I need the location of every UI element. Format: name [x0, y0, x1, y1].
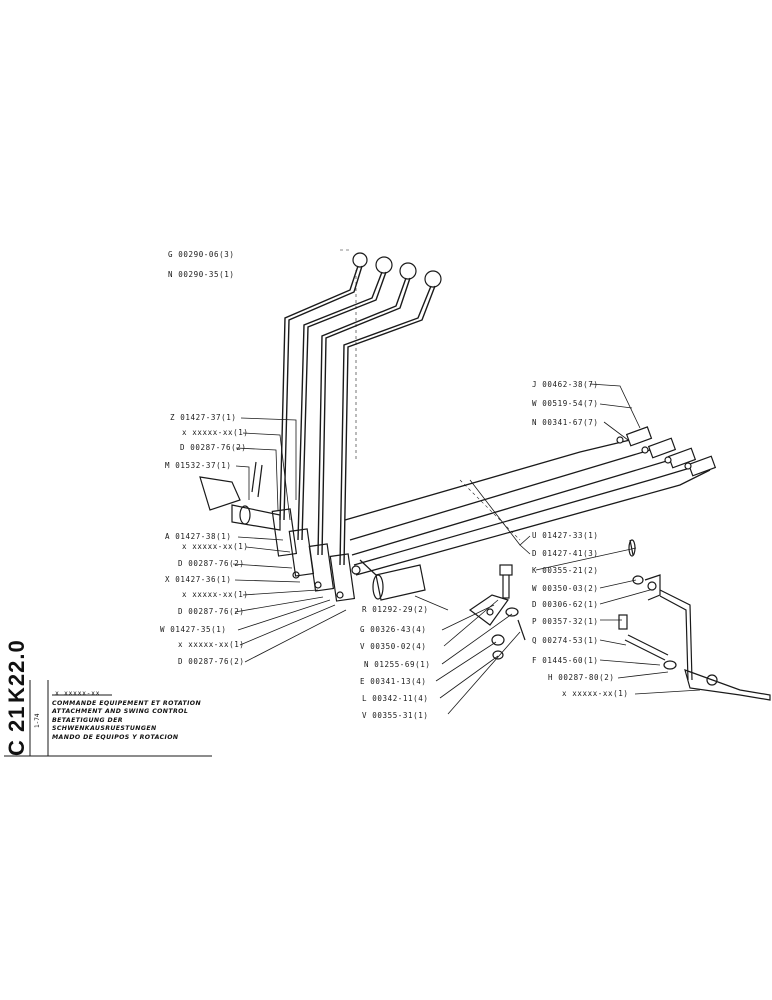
sheet-date: 1-74: [34, 713, 41, 728]
part-label: F 01445-60(1): [532, 656, 599, 665]
title-en: ATTACHMENT AND SWING CONTROL: [52, 708, 189, 716]
part-label: H 00287-80(2): [548, 673, 615, 682]
title-fr: COMMANDE EQUIPEMENT ET ROTATION: [52, 700, 202, 707]
bolt-assembly: [468, 564, 526, 660]
part-label: x xxxxx-xx(1): [178, 640, 245, 649]
part-label: K 00355-21(2): [532, 566, 599, 575]
part-label: J 00462-38(7): [532, 380, 599, 389]
pivot-shaft: [199, 461, 281, 531]
part-label: N 00290-35(1): [168, 270, 235, 279]
title-de: BETAETIGUNG DER SCHWENKAUSRUESTUNGEN: [52, 716, 157, 733]
part-label: W 00350-03(2): [532, 584, 599, 593]
leader-lines-right: [469, 383, 701, 695]
part-label: x xxxxx-xx(1): [182, 542, 249, 551]
sheet-code-prefix: C 21: [4, 705, 29, 756]
title-block-frame: [4, 680, 212, 757]
centerlines: [340, 249, 521, 541]
ref-code: x xxxxx-xx: [55, 689, 101, 697]
part-label: D 00287-76(2): [178, 607, 245, 616]
part-label: x xxxxx-xx(1): [182, 428, 249, 437]
part-label: R 01292-29(2): [362, 605, 429, 614]
leader-lines-left: [232, 417, 347, 663]
rod-end-forks: [616, 426, 717, 477]
part-label: N 01255-69(1): [364, 660, 431, 669]
part-label: G 00290-06(3): [168, 250, 235, 259]
part-label: P 00357-32(1): [532, 617, 599, 626]
part-label: M 01532-37(1): [165, 461, 232, 470]
title-es: MANDO DE EQUIPOS Y ROTACION: [52, 733, 179, 741]
control-levers: [279, 265, 436, 566]
title-block: COMMANDE EQUIPEMENT ET ROTATION ATTACHME…: [52, 700, 214, 742]
cross-tube: [359, 559, 426, 601]
control-rods: [344, 439, 711, 576]
part-label: D 00287-76(2): [180, 443, 247, 452]
part-label: N 00341-67(7): [532, 418, 599, 427]
leader-lines-center: [414, 595, 521, 715]
part-label: U 01427-33(1): [532, 531, 599, 540]
part-label: W 00519-54(7): [532, 399, 599, 408]
part-label: E 00341-13(4): [360, 677, 427, 686]
part-label: D 00306-62(1): [532, 600, 599, 609]
part-label: x xxxxx-xx(1): [182, 590, 249, 599]
part-label: X 01427-36(1): [165, 575, 232, 584]
part-label: V 00350-02(4): [360, 642, 427, 651]
part-label: W 01427-35(1): [160, 625, 227, 634]
part-label: G 00326-43(4): [360, 625, 427, 634]
part-label: D 00287-76(2): [178, 559, 245, 568]
part-label: Q 00274-53(1): [532, 636, 599, 645]
sheet-code: C 21 K22.0: [4, 639, 32, 758]
part-label: A 01427-38(1): [165, 532, 232, 541]
part-label: D 00287-76(2): [178, 657, 245, 666]
part-label: x xxxxx-xx(1): [562, 689, 629, 698]
part-label: D 01427-41(3): [532, 549, 599, 558]
swing-lever: [618, 539, 771, 701]
lever-brackets: [271, 508, 361, 602]
part-label: Z 01427-37(1): [170, 413, 237, 422]
part-label: L 00342-11(4): [362, 694, 429, 703]
lever-knobs: [352, 252, 442, 288]
part-label: V 00355-31(1): [362, 711, 429, 720]
sheet-code-number: K22.0: [4, 639, 29, 703]
